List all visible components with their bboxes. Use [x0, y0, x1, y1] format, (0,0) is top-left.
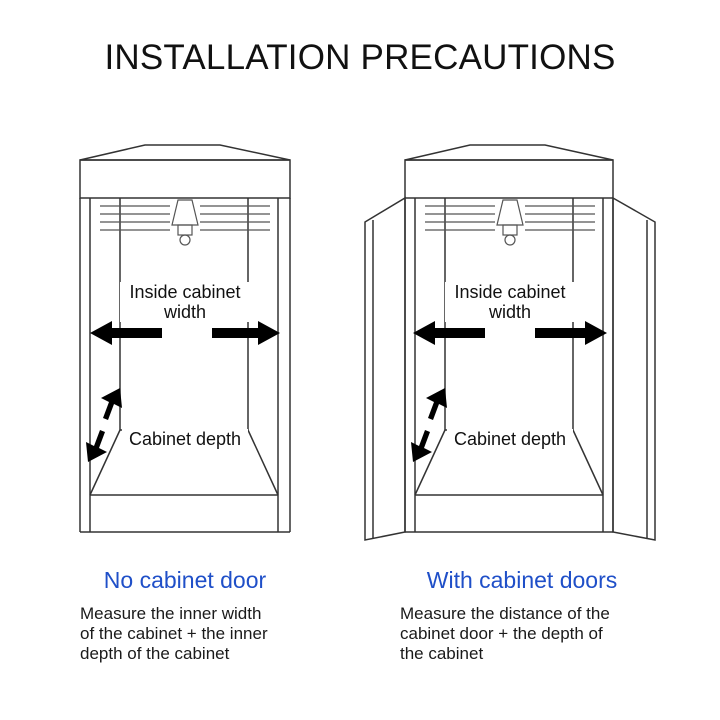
cabinet-depth-label: Cabinet depth — [447, 429, 573, 449]
caption-with-doors: With cabinet doors — [426, 567, 618, 593]
left-door — [364, 196, 406, 541]
page-title: INSTALLATION PRECAUTIONS — [104, 38, 616, 77]
light-fixture-icon — [100, 199, 270, 246]
arrow-diagonal-icon — [101, 388, 122, 420]
countertop-top — [404, 144, 614, 161]
panel-with-doors: Inside cabinet width Cabinet depth — [355, 140, 656, 550]
inside-width-label: Inside cabinet width — [445, 282, 575, 322]
cabinet-illustration-with-doors — [364, 144, 656, 541]
description-no-door: Measure the inner width of the cabinet +… — [80, 604, 268, 663]
right-door — [612, 196, 656, 541]
countertop-front — [79, 159, 291, 199]
arrow-diagonal-icon — [426, 388, 447, 420]
caption-no-door: No cabinet door — [103, 567, 267, 593]
arrow-left-icon — [413, 321, 485, 345]
arrow-diagonal-icon — [411, 430, 432, 462]
cabinet-depth-label: Cabinet depth — [122, 429, 248, 449]
panel-no-door: Inside cabinet width Cabinet depth — [70, 140, 370, 550]
arrow-right-icon — [535, 321, 607, 345]
arrow-left-icon — [90, 321, 162, 345]
inside-width-label: Inside cabinet width — [120, 282, 250, 322]
arrow-diagonal-icon — [86, 430, 107, 462]
countertop-front — [404, 159, 614, 199]
light-fixture-icon — [425, 199, 595, 246]
countertop-top — [79, 144, 291, 161]
cabinet-illustration-no-door — [79, 144, 291, 533]
description-with-doors: Measure the distance of the cabinet door… — [400, 604, 610, 663]
arrow-right-icon — [212, 321, 280, 345]
